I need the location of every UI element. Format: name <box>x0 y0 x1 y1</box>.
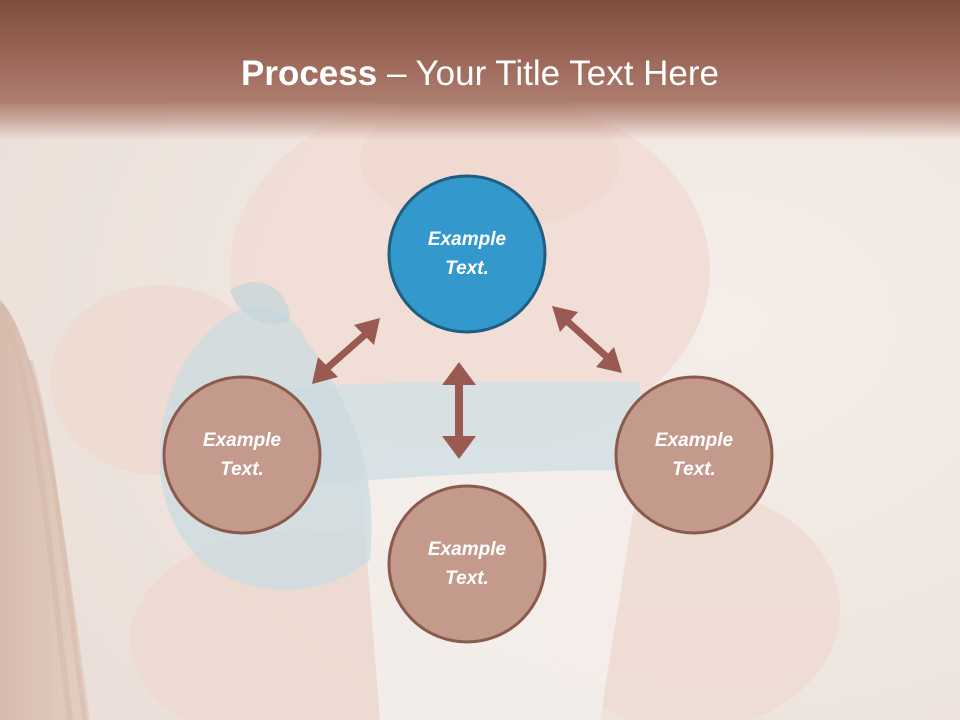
title-bold-text: Process <box>241 54 378 93</box>
node-circle-right[interactable] <box>614 375 774 535</box>
node-left-line1: Example <box>202 430 282 451</box>
node-right-line2: Text. <box>672 459 716 480</box>
node-circle-top[interactable] <box>387 174 547 334</box>
node-right-line1: Example <box>654 430 734 451</box>
node-label-left: Example Text. <box>167 426 317 484</box>
node-circle-bottom[interactable] <box>387 484 547 644</box>
arrow-vertical <box>442 362 476 459</box>
node-left-line2: Text. <box>220 459 264 480</box>
node-label-top: Example Text. <box>392 225 542 283</box>
arrow-top-right <box>552 306 622 373</box>
node-label-right: Example Text. <box>619 426 769 484</box>
node-circle-left[interactable] <box>162 375 322 535</box>
node-top-line1: Example <box>427 229 507 250</box>
node-top-line2: Text. <box>445 258 489 279</box>
title-bar <box>0 0 960 140</box>
title-rest-text: – Your Title Text Here <box>377 54 719 93</box>
node-bottom-line1: Example <box>427 539 507 560</box>
node-bottom-line2: Text. <box>445 568 489 589</box>
node-label-bottom: Example Text. <box>392 535 542 593</box>
arrow-top-left <box>312 318 380 384</box>
slide-title[interactable]: Process – Your Title Text Here <box>0 52 960 96</box>
